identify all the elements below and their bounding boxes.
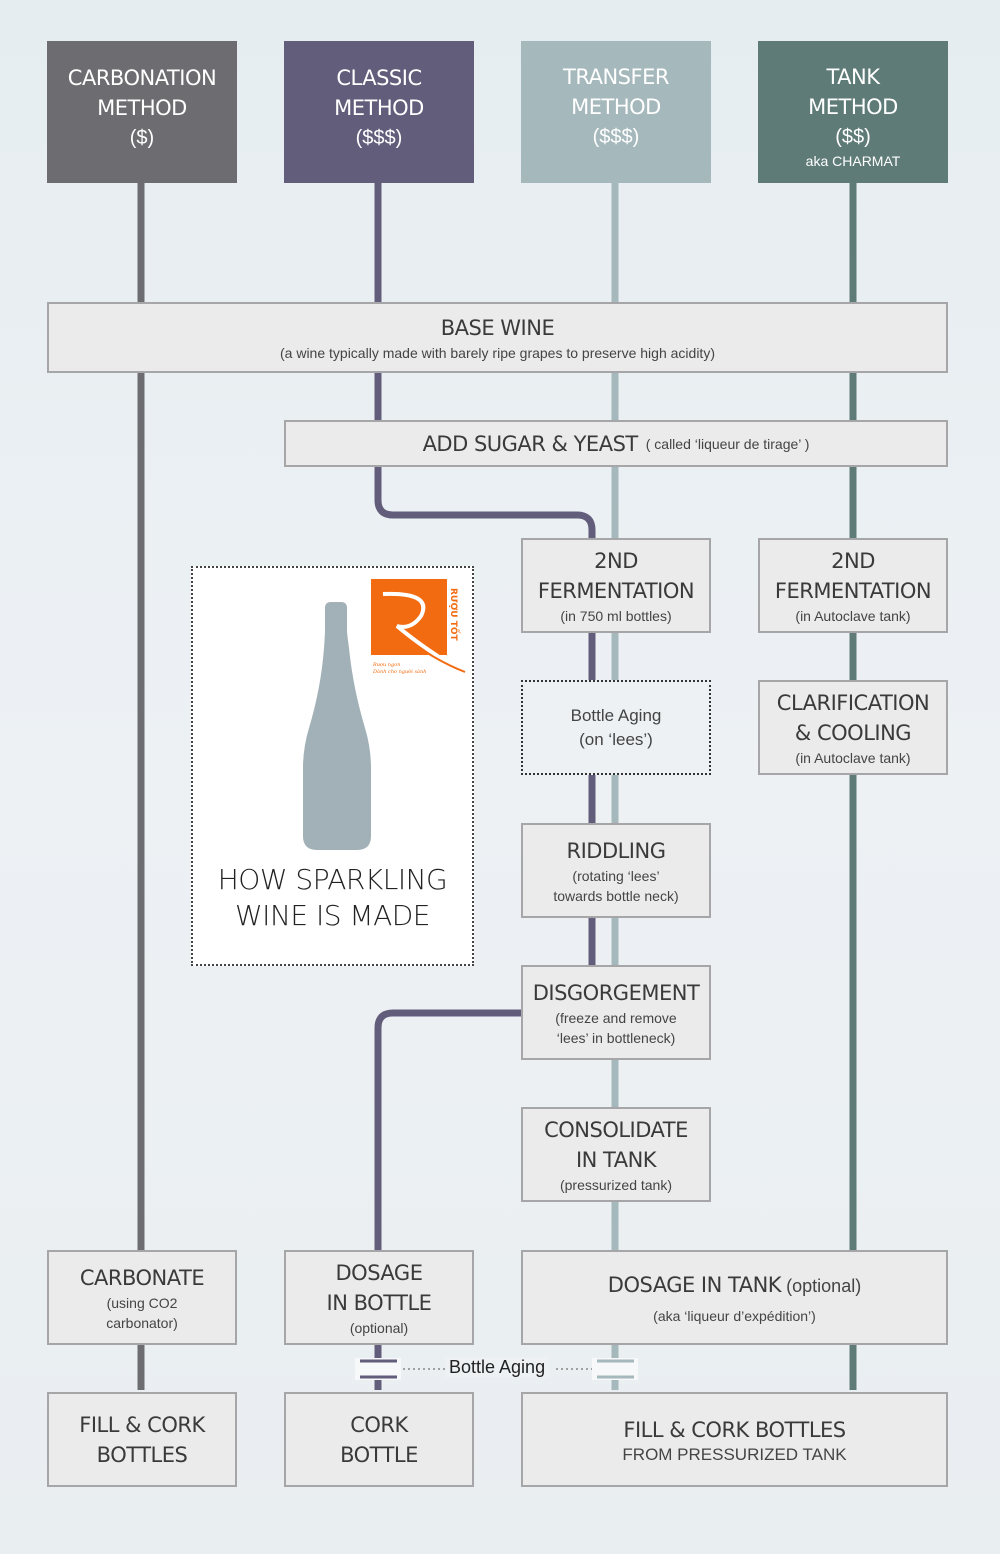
step-note: (in 750 ml bottles): [560, 607, 672, 624]
step-title: CARBONATE: [79, 1265, 205, 1290]
poster-title: HOW SPARKLING: [217, 863, 448, 896]
step-fill-cork-pressurized-tank: FILL & CORK BOTTLES FROM PRESSURIZED TAN…: [521, 1392, 948, 1487]
step-2nd-fermentation-tank: 2ND FERMENTATION (in Autoclave tank): [758, 538, 948, 633]
step-title: DOSAGE: [335, 1260, 423, 1285]
step-dosage-in-bottle: DOSAGE IN BOTTLE (optional): [284, 1250, 474, 1345]
step-note: (using CO2: [106, 1294, 178, 1311]
step-title: IN TANK: [575, 1147, 657, 1172]
bottle-aging-label: Bottle Aging: [445, 1357, 550, 1378]
step-add-sugar-yeast: ADD SUGAR & YEAST ( called ‘liqueur de t…: [284, 420, 948, 467]
step-title: IN BOTTLE: [326, 1290, 432, 1315]
step-note: (pressurized tank): [559, 1176, 673, 1193]
method-name: CLASSIC: [336, 66, 422, 90]
step-title: FERMENTATION: [774, 578, 932, 603]
method-name: CARBONATION: [67, 66, 217, 90]
step-note: (rotating ‘lees’: [572, 867, 660, 884]
step-consolidate-in-tank: CONSOLIDATE IN TANK (pressurized tank): [521, 1107, 711, 1202]
poster-art: RƯỢU TỐT Rượu ngon Dành cho người sành: [303, 579, 466, 850]
method-cost: ($$): [835, 126, 871, 148]
method-cost: ($): [129, 127, 155, 149]
step-note: (optional): [349, 1319, 409, 1336]
step-title: CONSOLIDATE: [544, 1117, 688, 1142]
step-title: RIDDLING: [566, 838, 666, 863]
step-disgorgement: DISGORGEMENT (freeze and remove ‘lees’ i…: [521, 965, 711, 1060]
method-label: METHOD: [334, 96, 424, 120]
step-title: ADD SUGAR & YEAST: [422, 431, 639, 456]
method-name: TRANSFER: [563, 65, 669, 89]
method-label: METHOD: [97, 96, 187, 120]
classic-line-bottom: [374, 1009, 522, 1390]
step-optional: (optional): [786, 1275, 862, 1296]
step-cork-bottle: CORK BOTTLE: [284, 1392, 474, 1487]
step-note: carbonator): [106, 1314, 178, 1331]
step-title: DISGORGEMENT: [532, 980, 700, 1005]
method-label: METHOD: [571, 95, 661, 119]
step-riddling: RIDDLING (rotating ‘lees’ towards bottle…: [521, 823, 711, 918]
logo-icon: RƯỢU TỐT Rượu ngon Dành cho người sành: [371, 579, 466, 675]
step-base-wine: BASE WINE (a wine typically made with ba…: [47, 302, 948, 373]
classic-line-top: [374, 183, 596, 965]
title-poster: RƯỢU TỐT Rượu ngon Dành cho người sành H…: [191, 566, 474, 966]
step-note: ‘lees’ in bottleneck): [556, 1029, 676, 1046]
svg-text:RƯỢU TỐT: RƯỢU TỐT: [448, 588, 461, 642]
step-note: (in Autoclave tank): [795, 607, 911, 624]
step-note: FROM PRESSURIZED TANK: [622, 1444, 847, 1464]
method-aka: aka CHARMAT: [805, 153, 901, 169]
bottle-icon: [303, 602, 371, 850]
step-title: FILL & CORK BOTTLES: [623, 1417, 846, 1442]
poster-title: WINE IS MADE: [235, 899, 430, 932]
step-title: BOTTLES: [96, 1442, 188, 1467]
step-title: BOTTLE: [340, 1442, 418, 1467]
step-carbonate: CARBONATE (using CO2 carbonator): [47, 1250, 237, 1345]
step-note: (freeze and remove: [555, 1009, 677, 1026]
header-classic-method: CLASSIC METHOD ($$$): [284, 41, 474, 183]
method-label: METHOD: [808, 95, 898, 119]
step-title: 2ND: [594, 548, 638, 573]
step-bottle-aging-lees: Bottle Aging (on ‘lees’): [521, 680, 711, 775]
step-title: CORK: [350, 1412, 408, 1437]
step-title: 2ND: [831, 548, 875, 573]
step-title: FILL & CORK: [79, 1412, 205, 1437]
svg-text:Rượu ngon: Rượu ngon: [372, 662, 400, 668]
step-fill-cork-bottles: FILL & CORK BOTTLES: [47, 1392, 237, 1487]
step-title: CLARIFICATION: [776, 690, 930, 715]
header-tank-method: TANK METHOD ($$) aka CHARMAT: [758, 41, 948, 183]
method-cost: ($$$): [592, 126, 640, 148]
step-title: DOSAGE IN TANK: [607, 1272, 782, 1297]
step-note: (a wine typically made with barely ripe …: [280, 344, 715, 361]
step-title: FERMENTATION: [537, 578, 695, 603]
svg-text:Dành cho người sành: Dành cho người sành: [372, 668, 426, 675]
step-note: (on ‘lees’): [579, 729, 653, 749]
step-title: BASE WINE: [440, 315, 555, 340]
header-transfer-method: TRANSFER METHOD ($$$): [521, 41, 711, 183]
step-clarification-cooling: CLARIFICATION & COOLING (in Autoclave ta…: [758, 680, 948, 775]
step-note: (in Autoclave tank): [795, 749, 911, 766]
step-title: & COOLING: [794, 720, 912, 745]
step-2nd-fermentation-bottle: 2ND FERMENTATION (in 750 ml bottles): [521, 538, 711, 633]
step-note: towards bottle neck): [553, 887, 679, 904]
header-carbonation-method: CARBONATION METHOD ($): [47, 41, 237, 183]
step-title: Bottle Aging: [570, 705, 662, 725]
step-note: (aka ‘liqueur d’expédition’): [653, 1307, 816, 1324]
step-note: ( called ‘liqueur de tirage’ ): [645, 435, 810, 452]
step-dosage-in-tank: DOSAGE IN TANK (optional) (aka ‘liqueur …: [521, 1250, 948, 1345]
method-cost: ($$$): [355, 127, 403, 149]
method-name: TANK: [826, 65, 880, 89]
